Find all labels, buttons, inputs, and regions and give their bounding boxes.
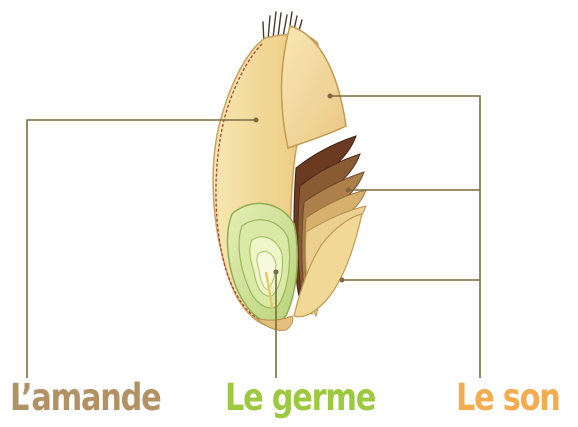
- endpoint-son-top: [328, 94, 333, 99]
- kernel-germ: [228, 203, 298, 322]
- endpoint-son-low: [340, 278, 345, 283]
- endpoint-germe: [274, 270, 279, 275]
- label-germe: Le germe: [225, 376, 375, 420]
- wheat-kernel-illustration: [213, 12, 366, 330]
- label-son: Le son: [456, 376, 560, 420]
- label-amande: L’amande: [10, 376, 161, 420]
- kernel-top-cap: [282, 26, 347, 148]
- kernel-bran-layers: [294, 136, 366, 317]
- endpoint-amande: [254, 118, 259, 123]
- endpoint-son-mid: [346, 188, 351, 193]
